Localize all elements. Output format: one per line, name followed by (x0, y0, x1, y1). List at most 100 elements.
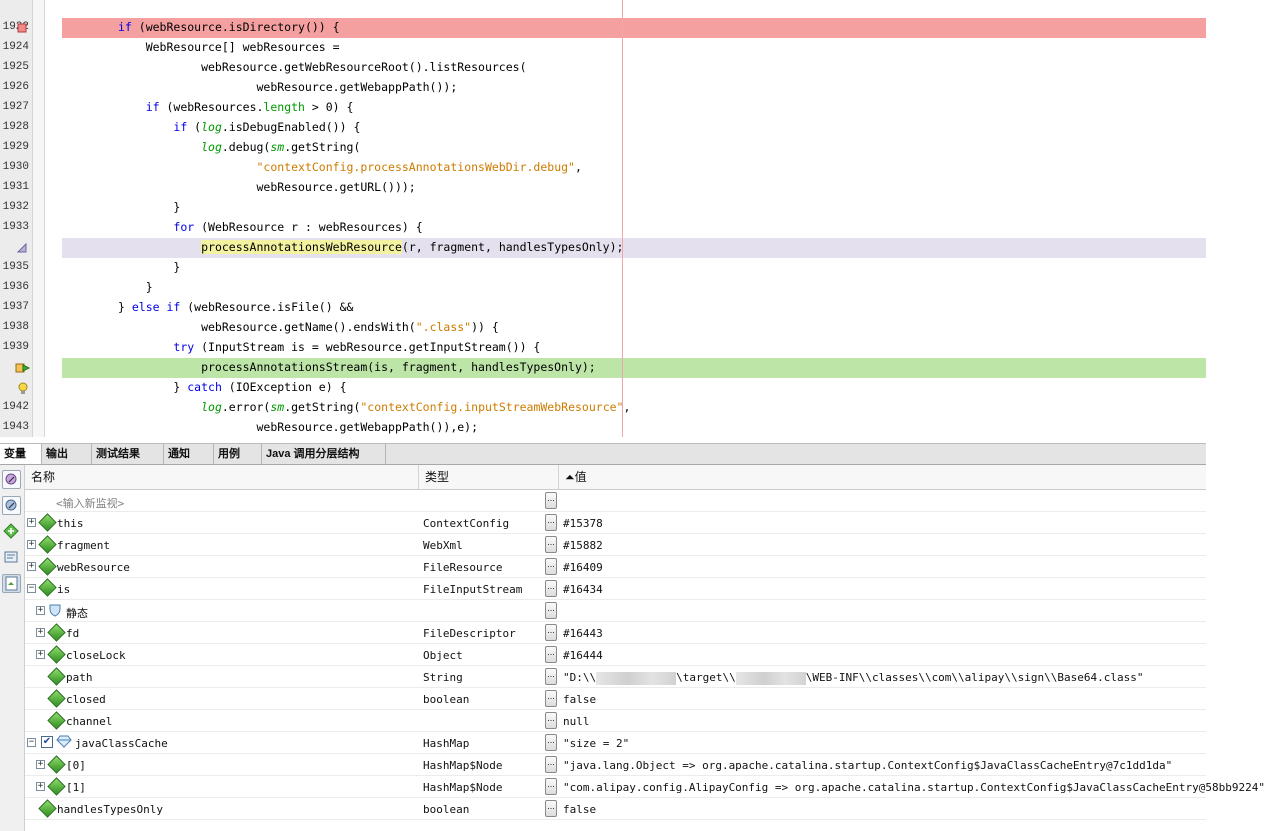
column-header-value[interactable]: ⏶值 (565, 470, 587, 484)
code-line[interactable]: 1937} else if (webResource.isFile() && (0, 298, 1206, 318)
value-editor-button[interactable]: ... (545, 756, 557, 773)
new-watch-row[interactable]: <输入新监视> ... (25, 490, 1206, 512)
expand-icon[interactable]: + (27, 561, 36, 571)
code-line[interactable]: processAnnotationsWebResource(r, fragmen… (0, 238, 1206, 258)
expand-icon[interactable]: + (27, 517, 36, 527)
code-text[interactable]: if (log.isDebugEnabled()) { (173, 120, 361, 134)
value-editor-button[interactable]: ... (545, 602, 557, 619)
expand-icon[interactable]: + (36, 649, 45, 659)
code-text[interactable]: if (webResource.isDirectory()) { (118, 20, 340, 34)
variable-value[interactable]: false (563, 803, 597, 816)
new-watch-button[interactable] (2, 522, 21, 541)
value-editor-button[interactable]: ... (545, 514, 557, 531)
code-line[interactable]: } catch (IOException e) { (0, 378, 1206, 398)
code-text[interactable]: processAnnotationsWebResource(r, fragmen… (201, 240, 624, 254)
code-line[interactable]: 1943 webResource.getWebappPath()),e); (0, 418, 1206, 438)
variable-value[interactable]: false (563, 693, 597, 706)
code-line[interactable]: 1936 } (0, 278, 1206, 298)
call-stack-icon[interactable] (16, 242, 28, 254)
variable-value[interactable]: #16409 (563, 561, 603, 574)
code-text[interactable]: } (118, 280, 153, 294)
code-line[interactable]: 1924 WebResource[] webResources = (0, 38, 1206, 58)
code-text[interactable]: } (118, 200, 181, 214)
code-text[interactable]: try (InputStream is = webResource.getInp… (173, 340, 541, 354)
program-counter-icon[interactable] (15, 362, 31, 374)
code-text[interactable]: webResource.getWebappPath()); (118, 80, 458, 94)
static-toggle-button[interactable] (2, 496, 21, 515)
collapse-icon[interactable]: − (27, 583, 36, 593)
expand-icon[interactable]: + (36, 627, 45, 637)
value-editor-button[interactable]: ... (545, 646, 557, 663)
value-editor-button[interactable]: ... (545, 558, 557, 575)
value-editor-button[interactable]: ... (545, 800, 557, 817)
code-line[interactable]: 1939 try (InputStream is = webResource.g… (0, 338, 1206, 358)
variable-row[interactable]: +静态... (25, 600, 1206, 622)
settings-button[interactable] (2, 548, 21, 567)
value-editor-button[interactable]: ... (545, 778, 557, 795)
fold-margin[interactable] (33, 0, 45, 437)
value-editor-button[interactable]: ... (545, 690, 557, 707)
code-text[interactable]: webResource.getWebappPath()),e); (118, 420, 479, 434)
variable-value[interactable]: "size = 2" (563, 737, 630, 750)
code-line[interactable]: 1929 log.debug(sm.getString( (0, 138, 1206, 158)
watch-checkbox[interactable]: ✔ (41, 736, 53, 748)
value-editor-button[interactable]: ... (545, 712, 557, 729)
variable-value[interactable]: null (563, 715, 590, 728)
value-editor-button[interactable]: ... (545, 536, 557, 553)
code-text[interactable]: } else if (webResource.isFile() && (118, 300, 354, 314)
code-line[interactable]: 1926 webResource.getWebappPath()); (0, 78, 1206, 98)
collapse-icon[interactable]: − (27, 737, 36, 747)
warning-bulb-icon[interactable] (17, 382, 29, 394)
value-editor-button[interactable]: ... (545, 734, 557, 751)
variable-value[interactable]: "D:\\\target\\\WEB-INF\\classes\\com\\al… (563, 671, 1203, 685)
variable-value[interactable]: #15882 (563, 539, 603, 552)
expand-icon[interactable]: + (36, 759, 45, 769)
value-editor-button[interactable]: ... (545, 624, 557, 641)
code-text[interactable]: processAnnotationsStream(is, fragment, h… (118, 360, 596, 374)
variable-value[interactable]: "java.lang.Object => org.apache.catalina… (563, 759, 1173, 772)
code-line[interactable]: processAnnotationsStream(is, fragment, h… (0, 358, 1206, 378)
code-text[interactable]: webResource.getURL())); (118, 180, 416, 194)
expand-icon[interactable]: + (36, 605, 45, 615)
tab-java-call-hierarchy[interactable]: Java 调用分层结构 (262, 444, 386, 464)
code-text[interactable]: for (WebResource r : webResources) { (173, 220, 423, 234)
code-line[interactable]: 1933 for (WebResource r : webResources) … (0, 218, 1206, 238)
expand-icon[interactable]: + (36, 781, 45, 791)
variable-value[interactable]: #16444 (563, 649, 603, 662)
value-editor-button[interactable]: ... (545, 492, 557, 509)
code-line[interactable]: 1942 log.error(sm.getString("contextConf… (0, 398, 1206, 418)
variable-value[interactable]: "com.alipay.config.AlipayConfig => org.a… (563, 781, 1265, 794)
tab-output[interactable]: 输出 (42, 444, 92, 464)
variable-row[interactable]: channel...null (25, 710, 1206, 732)
tab-variables[interactable]: 变量 ⊗ (0, 444, 42, 480)
show-values-button[interactable] (2, 574, 21, 593)
code-line[interactable]: 1925 webResource.getWebResourceRoot().li… (0, 58, 1206, 78)
code-text[interactable]: } (118, 260, 181, 274)
code-text[interactable]: WebResource[] webResources = (118, 40, 340, 54)
tab-notifications[interactable]: 通知 (164, 444, 214, 464)
code-line[interactable]: 1931 webResource.getURL())); (0, 178, 1206, 198)
code-text[interactable]: log.error(sm.getString("contextConfig.in… (201, 400, 631, 414)
code-line[interactable]: 1927 if (webResources.length > 0) { (0, 98, 1206, 118)
variable-value[interactable]: #16434 (563, 583, 603, 596)
column-header-type[interactable]: 类型 (419, 465, 559, 489)
code-line[interactable]: 1928 if (log.isDebugEnabled()) { (0, 118, 1206, 138)
column-header-name[interactable]: 名称 (25, 465, 419, 489)
variable-row[interactable]: +[0]HashMap$Node..."java.lang.Object => … (25, 754, 1206, 776)
code-text[interactable]: webResource.getWebResourceRoot().listRes… (118, 60, 527, 74)
code-line[interactable]: 1930 "contextConfig.processAnnotationsWe… (0, 158, 1206, 178)
code-line[interactable]: 1938 webResource.getName().endsWith(".cl… (0, 318, 1206, 338)
code-text[interactable]: webResource.getName().endsWith(".class")… (118, 320, 499, 334)
new-watch-placeholder[interactable]: <输入新监视> (56, 497, 125, 510)
code-line[interactable]: 1932 } (0, 198, 1206, 218)
